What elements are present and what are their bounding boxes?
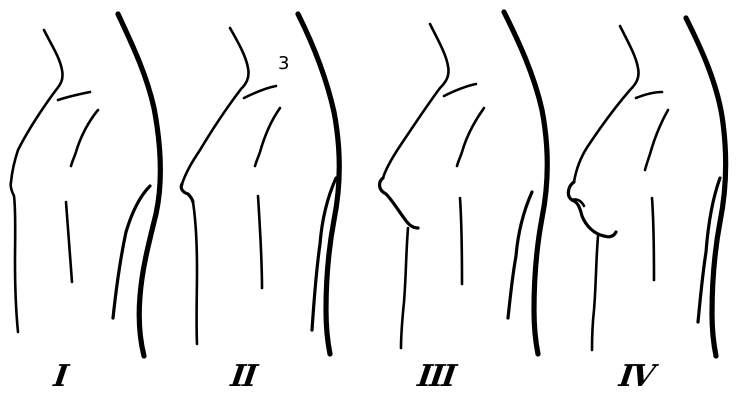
stage-3-back-inner-line	[508, 192, 532, 318]
stage-2-figure	[181, 14, 339, 354]
stage-3-figure	[380, 12, 548, 354]
stage-1-neck-line	[11, 30, 63, 182]
stage-1-back-line	[118, 14, 160, 356]
stage-2-chest-line	[193, 202, 197, 344]
stage-2-arm-line	[258, 196, 262, 288]
stage-3-neck-line	[383, 24, 449, 178]
stage-4-figure	[568, 18, 725, 356]
stage-1-figure	[11, 14, 161, 356]
stage-4-breast-line	[568, 182, 616, 237]
stage-4-neck-line	[574, 26, 639, 182]
stage-4-shoulder-line	[645, 110, 668, 170]
stage-4-chest-line	[592, 236, 598, 350]
stage-2-shoulder-line	[255, 108, 280, 166]
stage-2-breast-bud-line	[181, 184, 193, 202]
stage-4-back-line	[686, 18, 726, 356]
stage-3-shoulder-line	[457, 108, 484, 166]
stage-1-collarbone-line	[58, 92, 90, 100]
stage-1-chest-line	[11, 182, 18, 332]
stage-3-collarbone-line	[444, 84, 476, 96]
stage-4-arm-line	[652, 198, 654, 280]
stage-1-shoulder-line	[71, 110, 98, 166]
stage-2-collarbone-line	[244, 86, 276, 98]
stage-label-4: IV	[617, 362, 655, 392]
stage-2-neck-line	[182, 28, 249, 184]
stage-label-3: III	[416, 362, 456, 392]
stage-label-2: II	[229, 362, 257, 392]
annotation-mark: 3	[278, 55, 289, 73]
stage-3-arm-line	[460, 198, 462, 284]
stage-3-breast-line	[380, 178, 418, 228]
stage-3-chest-line	[401, 228, 408, 348]
stage-1-arm-line	[66, 202, 72, 282]
stage-4-collarbone-line	[636, 92, 662, 98]
